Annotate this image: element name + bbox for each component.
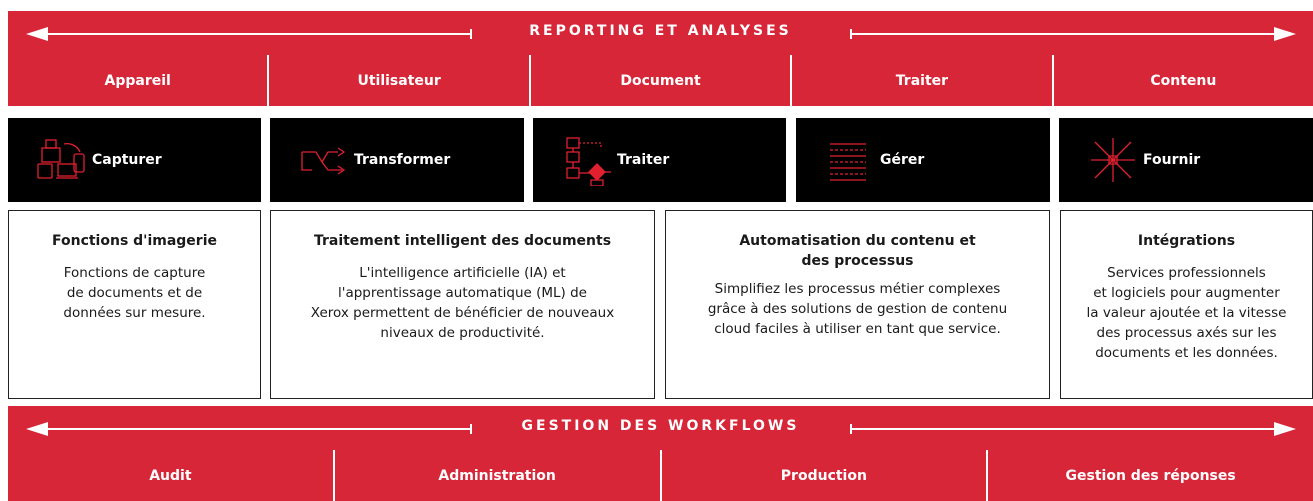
- box-line: L'intelligence artificielle (IA) et: [359, 265, 566, 281]
- column-audit: Audit: [149, 467, 192, 484]
- workflows-band-header: GESTION DES WORKFLOWS: [8, 406, 1313, 450]
- workflows-band: GESTION DES WORKFLOWS Audit Administrati…: [8, 406, 1313, 501]
- box-line: et logiciels pour augmenter: [1093, 285, 1280, 301]
- devices-icon: [37, 139, 85, 179]
- box-line: de documents et de: [66, 285, 203, 301]
- box-title-integrations: Intégrations: [1137, 233, 1236, 249]
- arrow-line-left: [44, 33, 472, 35]
- box-automatisation: Automatisation du contenu et des process…: [665, 210, 1050, 399]
- box-line: documents et les données.: [1095, 345, 1278, 361]
- column-administration: Administration: [332, 450, 660, 501]
- box-title-line: des processus: [801, 253, 914, 269]
- arrow-right-icon: [1274, 27, 1296, 41]
- stage-traiter: Traiter: [533, 118, 786, 202]
- column-contenu: Contenu: [1051, 55, 1313, 106]
- reporting-band: REPORTING ET ANALYSES Appareil Utilisate…: [8, 11, 1313, 106]
- stage-label-traiter: Traiter: [617, 152, 670, 168]
- arrow-line-left: [44, 428, 472, 430]
- arrow-right-icon: [1274, 422, 1296, 436]
- box-title-automatisation: Automatisation du contenu et des process…: [674, 231, 1041, 271]
- process-flow-icon: [566, 137, 611, 186]
- stage-label-capturer: Capturer: [92, 152, 162, 168]
- column-appareil: Appareil: [104, 72, 171, 89]
- box-line: Services professionnels: [1107, 265, 1266, 281]
- column-gestion-reponses: Gestion des réponses: [986, 450, 1313, 501]
- transform-arrows-icon: [301, 147, 346, 175]
- stage-capturer: Capturer: [8, 118, 261, 202]
- arrow-left-icon: [26, 422, 48, 436]
- box-line: la valeur ajoutée et la vitesse: [1086, 305, 1287, 321]
- box-line: l'apprentissage automatique (ML) de: [338, 285, 587, 301]
- reporting-band-header: REPORTING ET ANALYSES: [8, 11, 1313, 55]
- column-utilisateur: Utilisateur: [267, 55, 528, 106]
- arrow-tick-left: [470, 29, 472, 39]
- arrow-tick-left: [470, 424, 472, 434]
- arrow-line-right: [850, 33, 1276, 35]
- box-line: Fonctions de capture: [63, 265, 206, 281]
- box-title-imagerie: Fonctions d'imagerie: [51, 233, 218, 249]
- reporting-band-title: REPORTING ET ANALYSES: [529, 23, 792, 39]
- box-line: Simplifiez les processus métier complexe…: [714, 281, 1001, 297]
- stage-label-fournir: Fournir: [1143, 152, 1201, 168]
- column-production: Production: [659, 450, 987, 501]
- stage-gerer: Gérer: [796, 118, 1050, 202]
- arrow-left-icon: [26, 27, 48, 41]
- box-integrations: Intégrations Services professionnels et …: [1060, 210, 1313, 399]
- box-traitement-intelligent: Traitement intelligent des documents L'i…: [270, 210, 655, 399]
- server-rack-icon: [830, 143, 866, 181]
- box-fonctions-imagerie: Fonctions d'imagerie Fonctions de captur…: [8, 210, 261, 399]
- box-line: cloud faciles à utiliser en tant que ser…: [714, 321, 1001, 337]
- box-title-line: Automatisation du contenu et: [739, 233, 976, 249]
- box-title-traitement: Traitement intelligent des documents: [313, 233, 612, 249]
- stage-label-transformer: Transformer: [354, 152, 451, 168]
- box-line: Xerox permettent de bénéficier de nouvea…: [310, 305, 615, 321]
- box-line: des processus axés sur les: [1096, 325, 1277, 341]
- column-traiter: Traiter: [790, 55, 1051, 106]
- arrow-line-right: [850, 428, 1276, 430]
- workflows-band-columns: Audit Administration Production Gestion …: [8, 450, 1313, 501]
- reporting-band-columns: Appareil Utilisateur Document Traiter Co…: [8, 55, 1313, 106]
- stage-label-gerer: Gérer: [880, 152, 925, 168]
- column-document: Document: [528, 55, 790, 106]
- box-line: niveaux de productivité.: [380, 325, 545, 341]
- workflows-band-title: GESTION DES WORKFLOWS: [521, 418, 800, 434]
- box-line: grâce à des solutions de gestion de cont…: [707, 301, 1008, 317]
- box-line: données sur mesure.: [63, 305, 206, 321]
- starburst-icon: [1091, 138, 1135, 182]
- stage-fournir: Fournir: [1059, 118, 1313, 202]
- stage-transformer: Transformer: [270, 118, 524, 202]
